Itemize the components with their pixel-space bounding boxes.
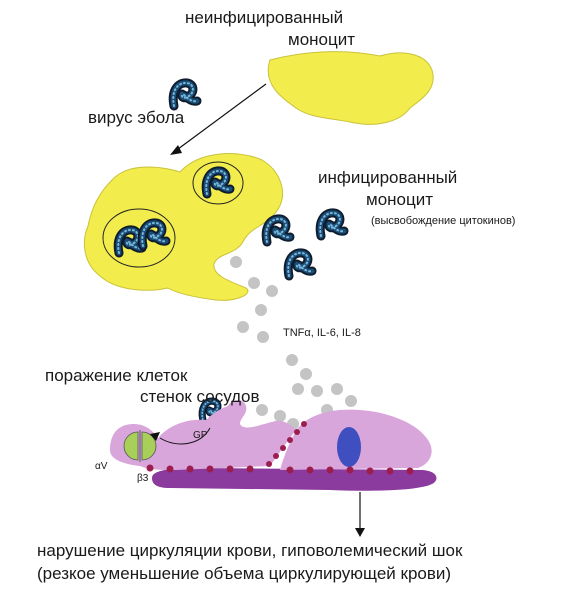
cytokine-particles: [230, 256, 357, 430]
endosome: [192, 161, 244, 205]
infected-monocyte-label-line2: моноцит: [366, 190, 434, 209]
cell-junctions: [146, 421, 414, 475]
endothelial-cell: [110, 400, 296, 470]
ebola-virion: [288, 253, 312, 276]
uninfected-monocyte-label-line2: моноцит: [288, 30, 356, 49]
outcome-arrow: [355, 492, 365, 537]
gp-label: GP: [193, 430, 208, 441]
infection-arrow: [170, 83, 267, 155]
outcome-label-line2: (резкое уменьшение объема циркулирующей …: [37, 564, 452, 583]
gp-arrowhead: [150, 432, 160, 441]
beta3-label: β3: [137, 473, 149, 484]
ebola-virion: [320, 213, 344, 236]
uninfected-monocyte-label: неинфицированный: [185, 8, 344, 27]
infected-monocyte-label: инфицированный: [318, 168, 458, 187]
virus-label: вирус эбола: [88, 108, 185, 127]
cell-nucleus: [337, 427, 361, 467]
cytokine-release-label: (высвобождение цитокинов): [371, 215, 516, 227]
vessel-damage-label-line2: стенок сосудов: [140, 387, 260, 406]
vessel-damage-label: поражение клеток: [45, 366, 188, 385]
integrin-receptor: [123, 430, 157, 462]
endosome: [102, 208, 176, 268]
ebola-virion: [173, 83, 197, 106]
ebola-virion: [266, 219, 290, 242]
gp-pointer: [159, 427, 211, 445]
outcome-label: нарушение циркуляции крови, гиповолемиче…: [37, 541, 463, 560]
alpha-v-label: αV: [95, 461, 108, 472]
uninfected-monocyte: [267, 51, 434, 125]
cytokines-label: TNFα, IL-6, IL-8: [283, 327, 361, 339]
basement-membrane: [152, 468, 437, 491]
